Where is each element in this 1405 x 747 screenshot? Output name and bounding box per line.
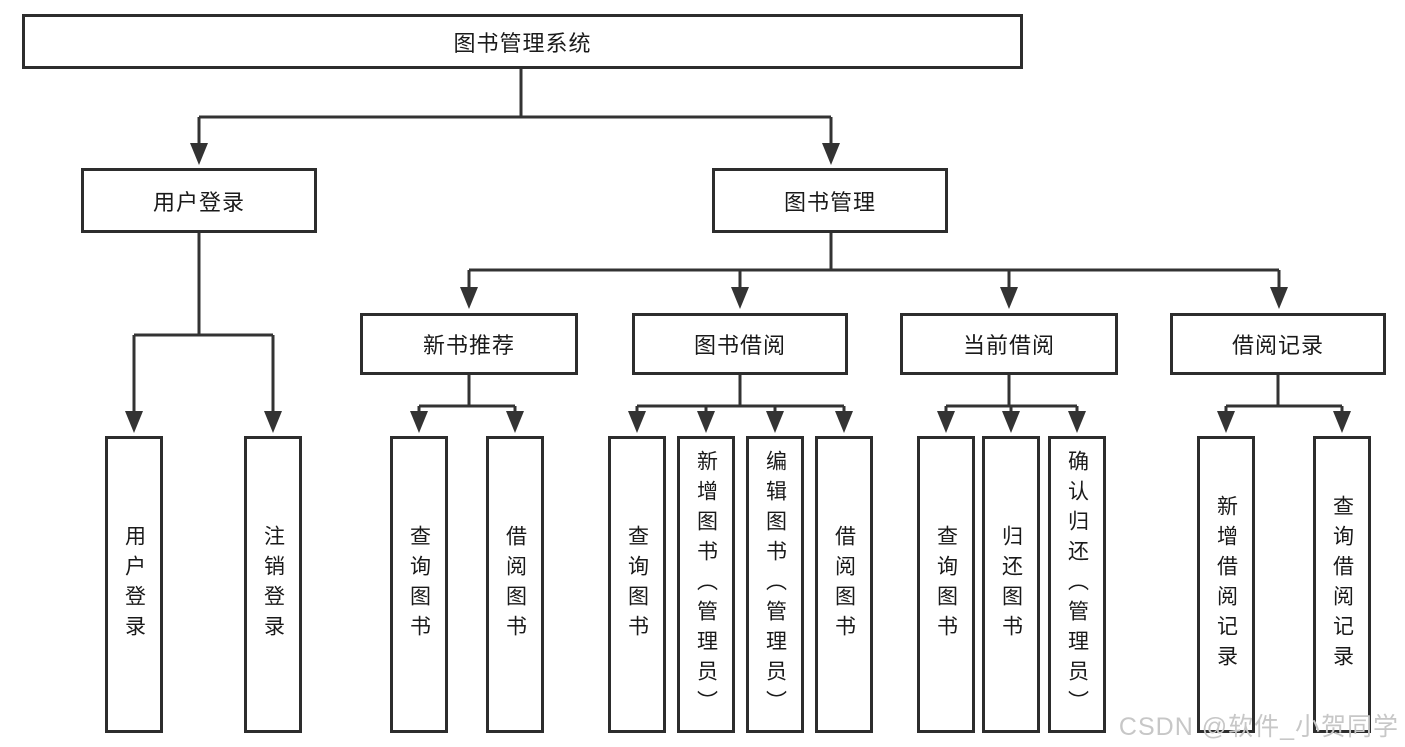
leaf-query-books-borrow: 查询图书 [608, 436, 666, 733]
leaf-query-books-current: 查询图书 [917, 436, 975, 733]
node-root-library-system: 图书管理系统 [22, 14, 1023, 69]
leaf-query-books-recommend: 查询图书 [390, 436, 448, 733]
leaf-label: 编辑图书（管理员） [763, 449, 787, 720]
leaf-label: 借阅图书 [832, 524, 856, 645]
node-current-borrow: 当前借阅 [900, 313, 1118, 375]
node-borrow-records: 借阅记录 [1170, 313, 1386, 375]
leaf-borrow-books: 借阅图书 [815, 436, 873, 733]
leaf-label: 查询图书 [625, 524, 649, 645]
leaf-logout: 注销登录 [244, 436, 302, 733]
leaf-add-borrow-record: 新增借阅记录 [1197, 436, 1255, 733]
leaf-confirm-return-admin: 确认归还（管理员） [1048, 436, 1106, 733]
leaf-user-login: 用户登录 [105, 436, 163, 733]
leaf-add-books-admin: 新增图书（管理员） [677, 436, 735, 733]
leaf-label: 归还图书 [999, 524, 1023, 645]
node-book-management: 图书管理 [712, 168, 948, 233]
leaf-label: 新增图书（管理员） [694, 449, 718, 720]
leaf-label: 用户登录 [122, 524, 146, 645]
arrowheads [125, 143, 1351, 433]
leaf-label: 确认归还（管理员） [1065, 449, 1089, 720]
node-new-book-recommend: 新书推荐 [360, 313, 578, 375]
leaf-label: 查询图书 [934, 524, 958, 645]
leaf-return-books: 归还图书 [982, 436, 1040, 733]
csdn-watermark: CSDN @软件_小贺同学 [1118, 713, 1399, 741]
leaf-borrow-books-recommend: 借阅图书 [486, 436, 544, 733]
leaf-label: 新增借阅记录 [1214, 494, 1238, 675]
leaf-label: 注销登录 [261, 524, 285, 645]
leaf-label: 查询借阅记录 [1330, 494, 1354, 675]
node-book-borrow: 图书借阅 [632, 313, 848, 375]
leaf-query-borrow-record: 查询借阅记录 [1313, 436, 1371, 733]
leaf-edit-books-admin: 编辑图书（管理员） [746, 436, 804, 733]
leaf-label: 查询图书 [407, 524, 431, 645]
node-user-login: 用户登录 [81, 168, 317, 233]
leaf-label: 借阅图书 [503, 524, 527, 645]
